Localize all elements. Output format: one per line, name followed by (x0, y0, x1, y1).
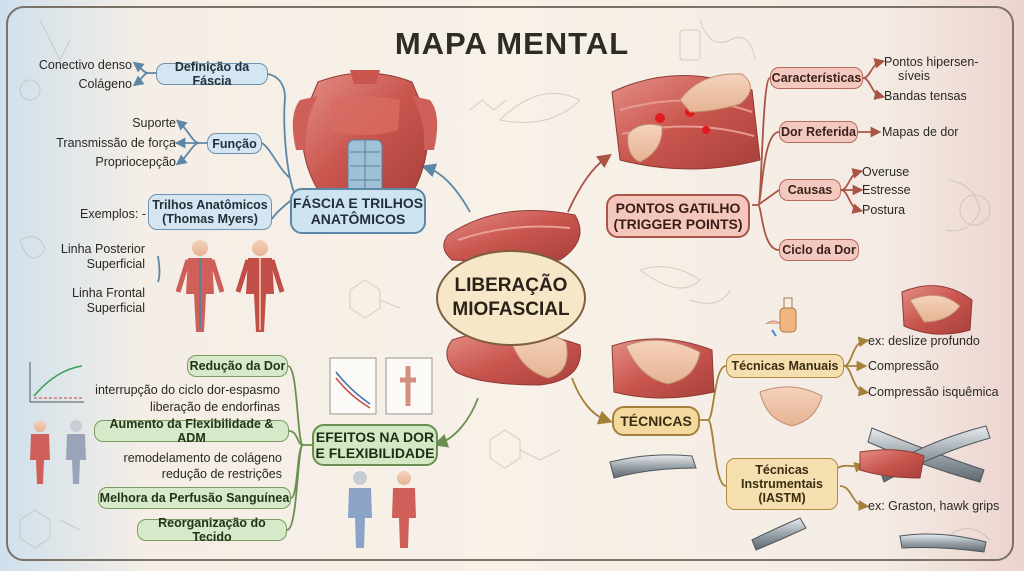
instrumentais-line1: Técnicas (741, 463, 823, 477)
fascia-main-line1: FÁSCIA E TRILHOS (293, 195, 423, 211)
manuais-item: Compressão isquêmica (868, 385, 999, 400)
dor-referida-node[interactable]: Dor Referida (779, 121, 858, 143)
trilhos-line1: Trilhos Anatômicos (152, 198, 268, 212)
causas-item: Overuse (862, 165, 909, 180)
trilhos-item-line: Superficial (20, 301, 145, 316)
central-topic-line2: MIOFASCIAL (452, 298, 569, 322)
reducao-dor-node[interactable]: Redução da Dor (187, 355, 288, 377)
efeitos-main-line2: E FLEXIBILIDADE (315, 445, 434, 461)
central-topic-line1: LIBERAÇÃO (452, 274, 569, 298)
caracteristicas-item: Pontos hipersen- (884, 55, 979, 70)
trilhos-exemplos-prefix: Exemplos: - (80, 207, 146, 222)
aumento-item: remodelamento de colágeno (100, 451, 282, 466)
pontos-gatilho-main-node[interactable]: PONTOS GATILHO(TRIGGER POINTS) (606, 194, 750, 238)
reducao-item: interrupção do ciclo dor-espasmo (60, 383, 280, 398)
manuais-item: ex: deslize profundo (868, 334, 980, 349)
trilhos-item-line: Linha Posterior (20, 242, 145, 257)
definicao-item: Conectivo denso (20, 58, 132, 73)
trilhos-item-line: Superficial (20, 257, 145, 272)
perfusao-sanguinea-node[interactable]: Melhora da Perfusão Sanguínea (98, 487, 291, 509)
aumento-item: redução de restrições (100, 467, 282, 482)
causas-node[interactable]: Causas (779, 179, 841, 201)
caracteristicas-item: síveis (898, 69, 930, 84)
fascia-main-line2: ANATÔMICOS (293, 211, 423, 227)
causas-item: Postura (862, 203, 905, 218)
trilhos-anatomicos-node[interactable]: Trilhos Anatômicos(Thomas Myers) (148, 194, 272, 230)
tecnicas-main-node[interactable]: TÉCNICAS (612, 406, 700, 436)
instrumentais-item: ex: Graston, hawk grips (868, 499, 999, 514)
instrumentais-line2: Instrumentais (741, 477, 823, 491)
caracteristicas-item: Bandas tensas (884, 89, 967, 104)
trilhos-item-line: Linha Frontal (20, 286, 145, 301)
efeitos-main-line1: EFEITOS NA DOR (315, 429, 434, 445)
funcao-item: Transmissão de força (30, 136, 176, 151)
central-topic[interactable]: LIBERAÇÃO MIOFASCIAL (436, 250, 586, 346)
reorganizacao-tecido-node[interactable]: Reorganização do Tecido (137, 519, 287, 541)
funcao-item: Propriocepção (30, 155, 176, 170)
manuais-item: Compressão (868, 359, 939, 374)
trigger-point-hands-illustration (612, 74, 760, 169)
pontos-main-line2: (TRIGGER POINTS) (613, 216, 742, 232)
page-title: MAPA MENTAL (0, 26, 1024, 62)
caracteristicas-node[interactable]: Características (770, 67, 863, 89)
torso-muscles-illustration (293, 70, 437, 200)
funcao-node[interactable]: Função (207, 133, 262, 154)
funcao-item: Suporte (30, 116, 176, 131)
pontos-main-line1: PONTOS GATILHO (613, 200, 742, 216)
aumento-flexibilidade-node[interactable]: Aumento da Flexibilidade & ADM (94, 420, 289, 442)
body-figures-fascia (178, 240, 282, 332)
trilhos-line2: (Thomas Myers) (152, 212, 268, 226)
instrumentais-line3: (IASTM) (741, 491, 823, 505)
definicao-fascia-node[interactable]: Definição da Fáscia (156, 63, 268, 85)
ciclo-da-dor-node[interactable]: Ciclo da Dor (779, 239, 859, 261)
reducao-item: liberação de endorfinas (60, 400, 280, 415)
tecnicas-manuais-node[interactable]: Técnicas Manuais (726, 354, 844, 378)
causas-item: Estresse (862, 183, 911, 198)
definicao-item: Colágeno (20, 77, 132, 92)
dor-referida-item: Mapas de dor (882, 125, 958, 140)
